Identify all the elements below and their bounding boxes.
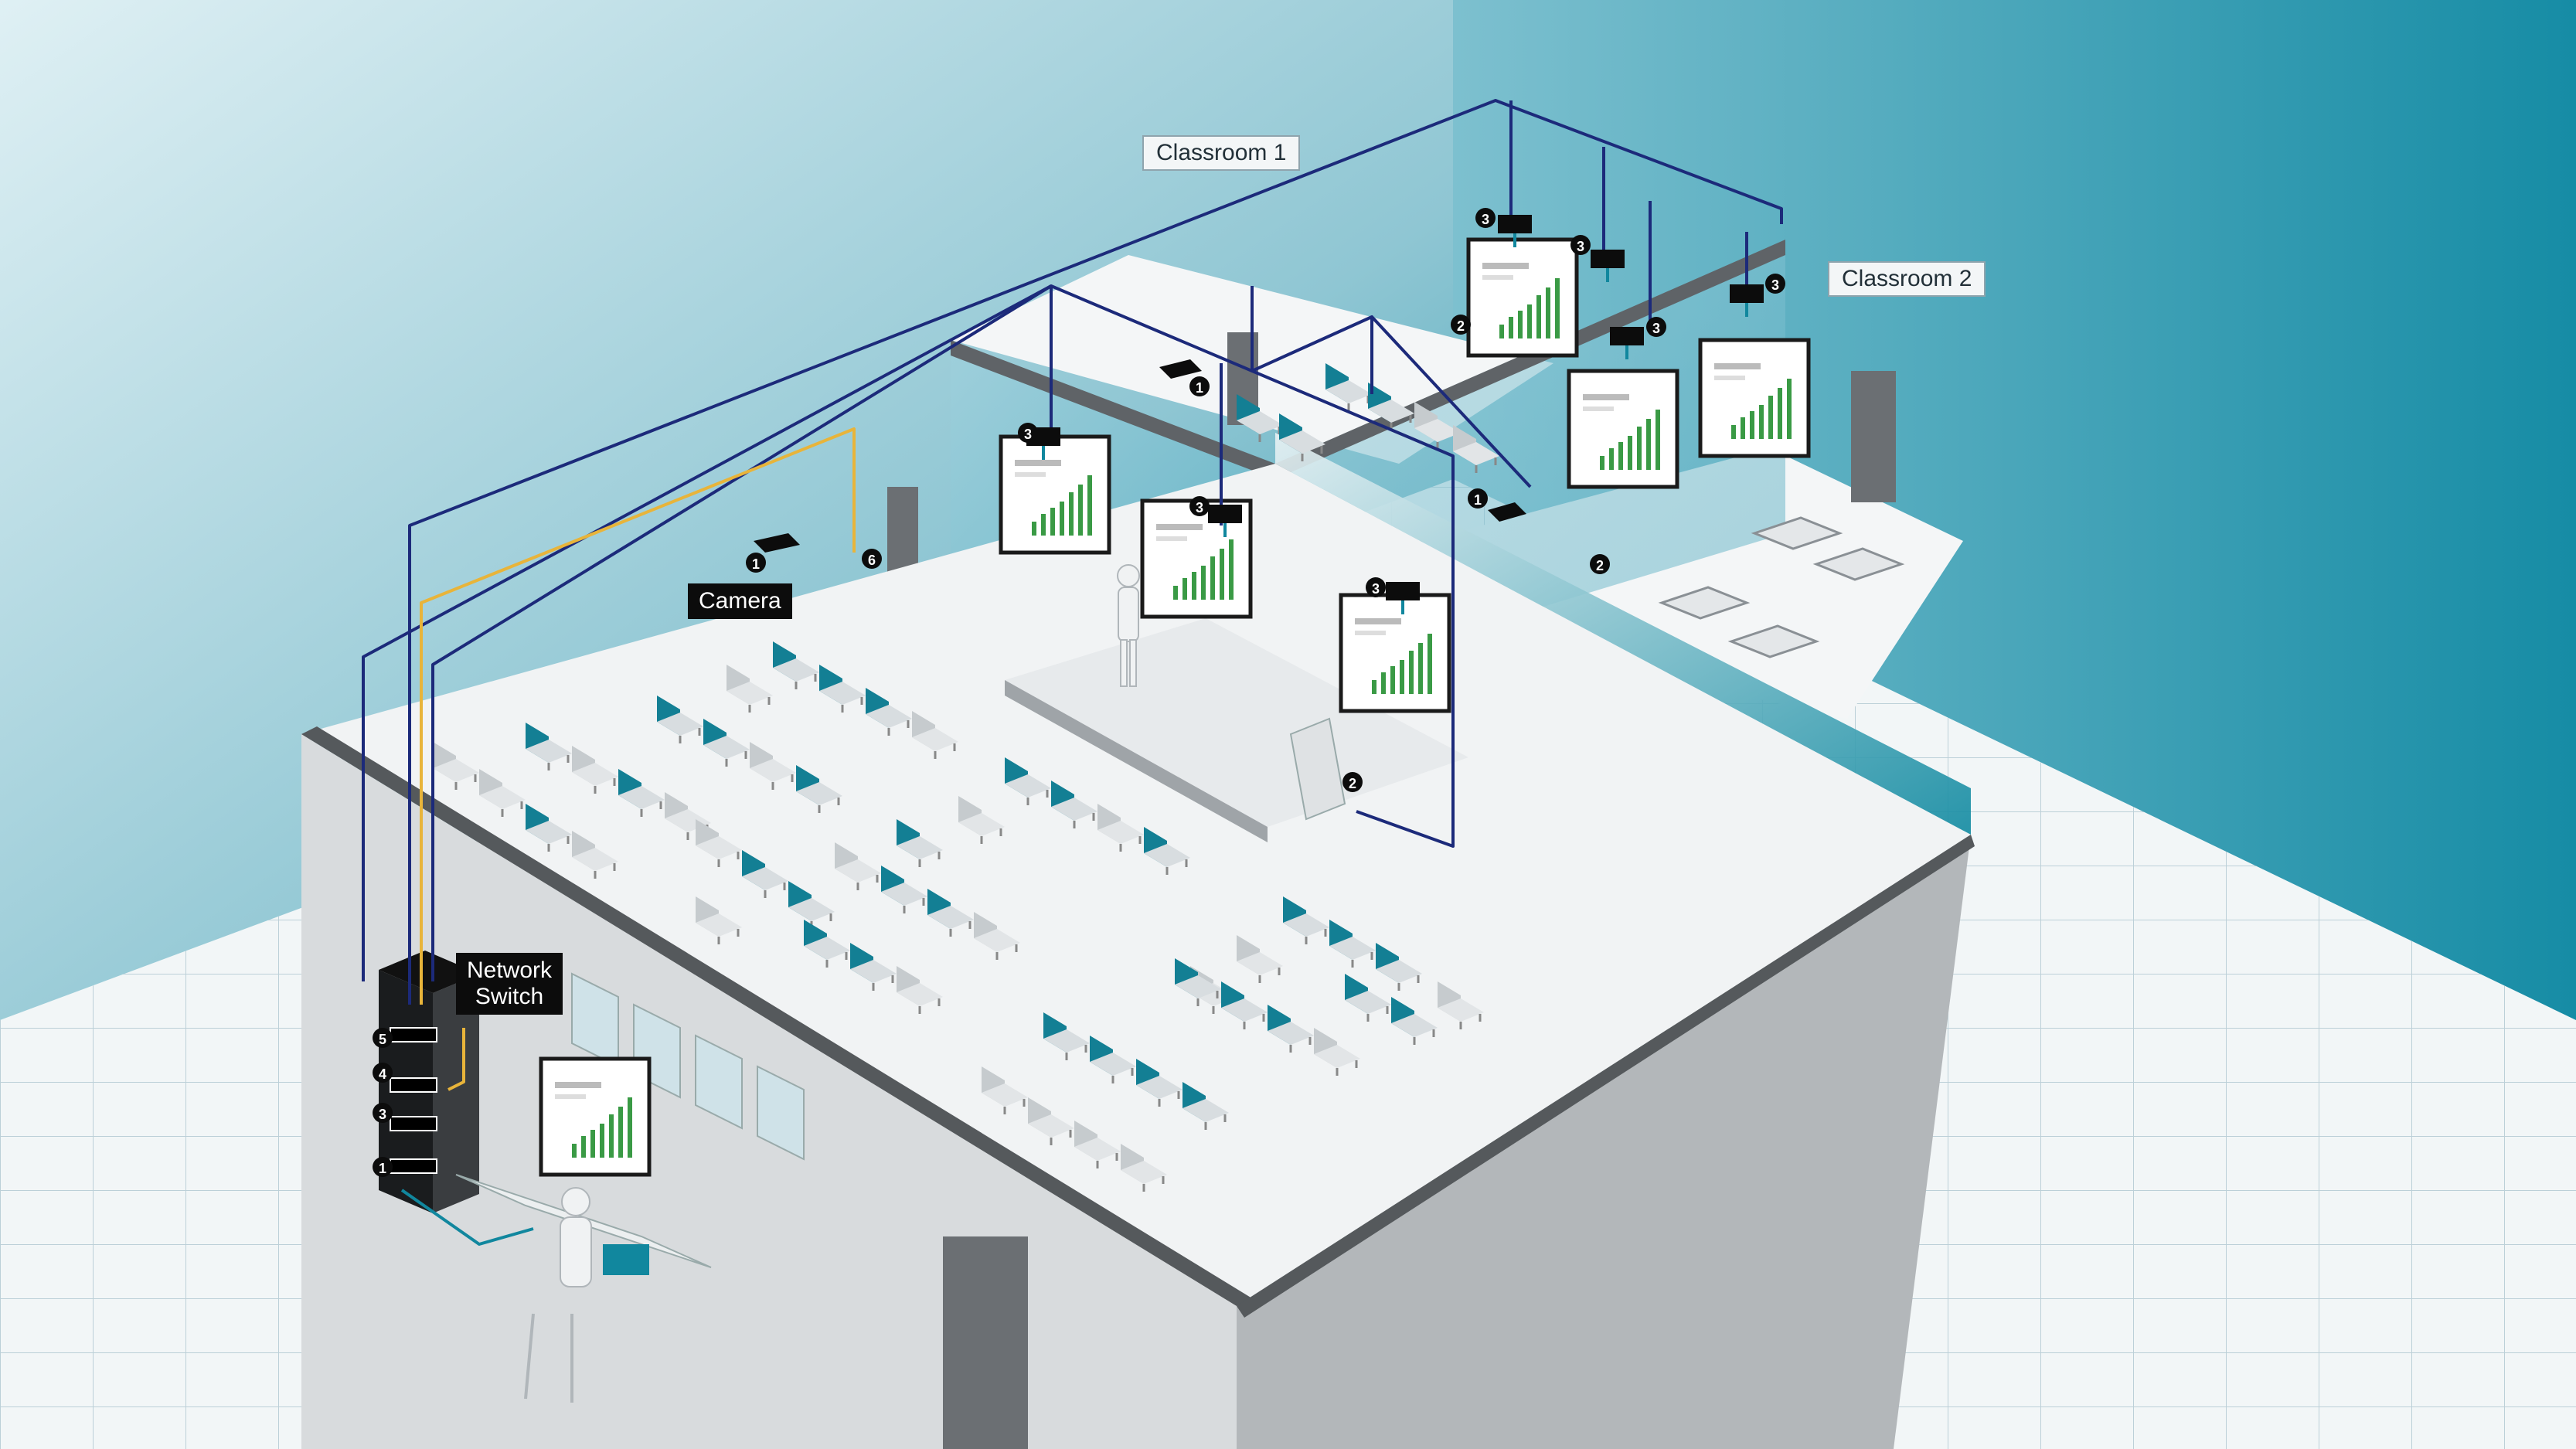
- classroom-1-label: Classroom 1: [1142, 135, 1301, 171]
- network-cables: [362, 99, 1783, 1246]
- marker-rack-5: 5: [373, 1028, 393, 1048]
- svg-text:3: 3: [1372, 581, 1380, 597]
- svg-text:2: 2: [1457, 318, 1465, 334]
- svg-text:2: 2: [1596, 558, 1604, 573]
- svg-text:1: 1: [752, 556, 760, 572]
- door-classroom-2: [1851, 371, 1896, 502]
- marker-proj-g: 3: [1765, 274, 1785, 294]
- hall-wall-top-edge-right: [1237, 835, 1975, 1318]
- marker-c2-camera: 1: [1468, 488, 1488, 509]
- marker-proj-e: 3: [1570, 235, 1591, 255]
- marker-camera-1: 1: [746, 553, 766, 573]
- marker-proj-c: 3: [1366, 577, 1386, 597]
- marker-proj-b: 3: [1189, 496, 1210, 516]
- lecture-hall-floor: [301, 464, 1971, 1298]
- marker-lectern-hall: 2: [1342, 772, 1363, 792]
- classroom-2-label: Classroom 2: [1828, 261, 1986, 297]
- svg-text:5: 5: [379, 1032, 386, 1047]
- svg-text:1: 1: [1474, 492, 1482, 508]
- svg-text:3: 3: [379, 1107, 386, 1122]
- svg-text:2: 2: [1349, 776, 1356, 791]
- svg-text:4: 4: [379, 1066, 386, 1082]
- device-markers: 1 6 1 1 3 3 3 3 3 3 3 2 2 2 5 4 3 1: [373, 208, 1785, 1177]
- hall-door: [943, 1236, 1028, 1449]
- camera-label: Camera: [688, 583, 792, 619]
- partition-top-rail-left: [951, 340, 1275, 479]
- hall-outer-wall-right: [1237, 835, 1971, 1449]
- marker-proj-a: 3: [1018, 423, 1038, 443]
- operator-figure: [524, 1187, 592, 1403]
- marker-lectern-c1: 2: [1451, 315, 1471, 335]
- lectern: [1289, 717, 1346, 821]
- svg-text:3: 3: [1577, 239, 1584, 254]
- marker-proj-f: 3: [1646, 317, 1666, 337]
- svg-text:3: 3: [1482, 212, 1489, 227]
- operator-laptop: [603, 1244, 649, 1275]
- back-wall-right: [1453, 0, 2576, 1020]
- svg-text:3: 3: [1771, 277, 1779, 293]
- network-switch-label-line2: Switch: [475, 984, 544, 1009]
- network-rack: [379, 951, 479, 1213]
- svg-text:1: 1: [1196, 380, 1203, 396]
- presenter-figure: [1117, 564, 1140, 687]
- svg-text:3: 3: [1652, 321, 1660, 336]
- svg-text:1: 1: [379, 1161, 386, 1176]
- partition-top-rail: [1275, 240, 1785, 479]
- marker-rack-3: 3: [373, 1103, 393, 1123]
- network-switch-label: Network Switch: [456, 953, 563, 1015]
- stage-edge: [1005, 680, 1268, 842]
- cameras: [754, 359, 1526, 553]
- svg-text:3: 3: [1024, 427, 1032, 442]
- marker-proj-d: 3: [1475, 208, 1496, 228]
- marker-rack-4: 4: [373, 1063, 393, 1083]
- marker-rack-1: 1: [373, 1157, 393, 1177]
- classroom-2-desks: [1658, 516, 1905, 658]
- marker-camera-6: 6: [862, 549, 882, 569]
- marker-c1-camera: 1: [1189, 376, 1210, 396]
- svg-text:6: 6: [868, 553, 876, 568]
- network-switch-label-line1: Network: [467, 957, 553, 983]
- svg-text:3: 3: [1196, 500, 1203, 515]
- hall-wall-top-edge: [301, 726, 1252, 1306]
- marker-lectern-c2: 2: [1590, 554, 1610, 574]
- lecture-hall-teal-wall: [1275, 433, 1971, 835]
